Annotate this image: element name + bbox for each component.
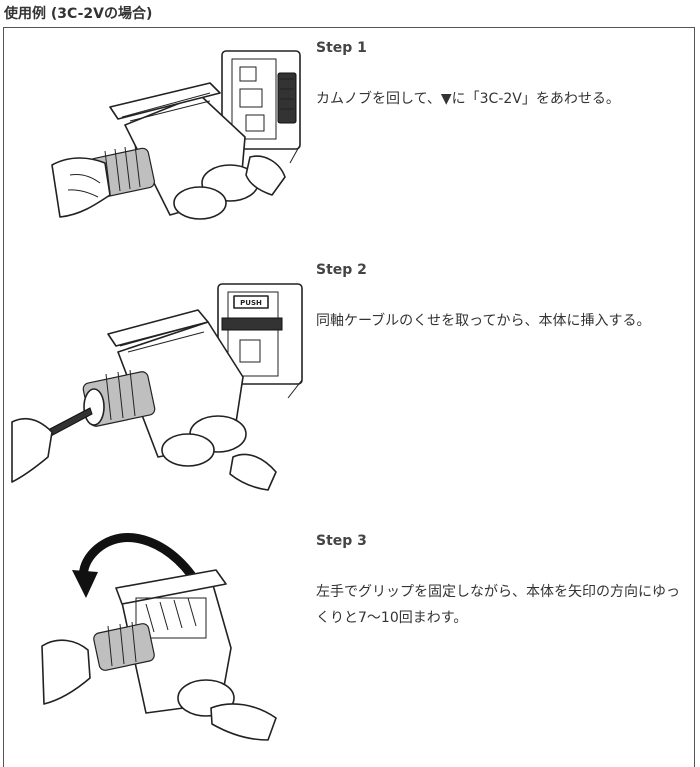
step-2-heading: Step 2 [316,262,367,278]
step-1-illustration [51,50,301,220]
step-1-text: カムノブを回して、▼に「3C-2V」をあわせる。 [316,91,620,107]
push-label: PUSH [240,299,262,307]
step-3-heading: Step 3 [316,533,367,549]
step-1-heading: Step 1 [316,40,367,56]
section-title: 使用例 (3C-2Vの場合) [4,6,153,22]
step-2-illustration: PUSH [11,283,303,491]
step-2-text: 同軸ケーブルのくせを取ってから、本体に挿入する。 [316,313,651,329]
content-frame [3,27,695,767]
step-3-illustration [41,533,277,741]
step-3-text: 左手でグリップを固定しながら、本体を矢印の方向にゆっくりと7～10回まわす。 [316,584,680,626]
